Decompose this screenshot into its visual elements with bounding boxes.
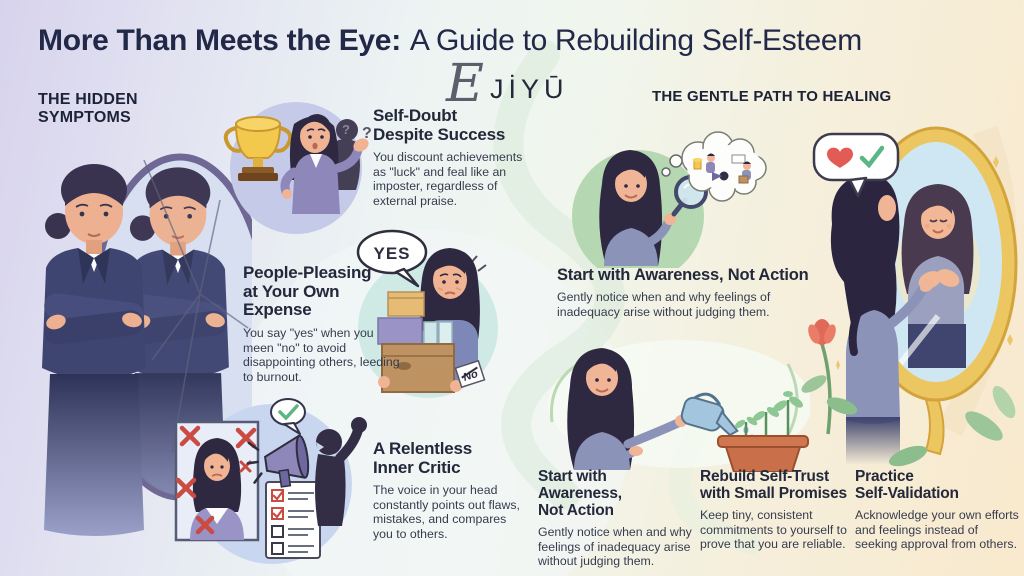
symptom-body: You say "yes" when you meen "no" to avoi… xyxy=(243,326,400,384)
symptom-body: The voice in your head constantly points… xyxy=(373,483,520,541)
cracked-mirror-businesswoman-illustration xyxy=(41,153,252,537)
symptom-title: People-Pleasing at Your Own Expense xyxy=(243,263,372,320)
thought-dot xyxy=(669,154,683,168)
logo-wordmark: JİYŪ xyxy=(490,74,569,104)
healing-step-awareness: Start with Awareness, Not Action Gently … xyxy=(538,468,694,569)
section-heading-symptoms: THE HIDDEN SYMPTOMS xyxy=(38,91,138,127)
yes-bubble-text: YES xyxy=(373,244,410,263)
healing-body: Gently notice when and why feelings of i… xyxy=(538,525,692,569)
self-doubt-illustration: ? ? xyxy=(223,102,372,234)
yes-speech-bubble: YES xyxy=(356,229,428,288)
woman-back-view xyxy=(830,174,935,465)
ribbon-curve xyxy=(493,40,625,510)
section-heading-healing: THE GENTLE PATH TO HEALING xyxy=(652,88,892,105)
symptom-title: A Relentless Inner Critic xyxy=(373,439,473,477)
check-icon xyxy=(859,145,885,169)
logo-script-mark: E xyxy=(446,54,484,114)
thought-cloud xyxy=(681,131,767,202)
self-trust-watering-illustration xyxy=(548,340,810,472)
mirror-handle xyxy=(924,396,945,456)
healing-intro-card: Start with Awareness, Not Action Gently … xyxy=(557,266,809,319)
no-note-text: No xyxy=(462,368,480,384)
self-validation-mirror-illustration xyxy=(801,126,1018,467)
question-mark: ? xyxy=(342,122,350,137)
symptom-card-people-pleasing: People-Pleasing at Your Own Expense You … xyxy=(243,263,403,384)
page-title: More Than Meets the Eye:A Guide to Rebui… xyxy=(38,24,862,58)
check-icon xyxy=(278,404,299,421)
symptom-title: Self-Doubt Despite Success xyxy=(373,106,506,144)
affirmation-bubble xyxy=(812,132,900,198)
healing-title: Start with Awareness, Not Action xyxy=(557,266,809,284)
observing-woman xyxy=(599,150,676,266)
awareness-illustration xyxy=(572,131,767,268)
approval-bubble xyxy=(270,398,306,435)
box-stack xyxy=(377,291,462,393)
megaphone-icon xyxy=(246,434,310,488)
healing-body: Acknowledge your own efforts and feeling… xyxy=(855,508,1019,552)
heart-icon xyxy=(827,147,853,168)
plant-pot xyxy=(717,391,809,472)
healing-body: Keep tiny, consistent commitments to you… xyxy=(700,508,847,552)
leaves xyxy=(889,385,1016,467)
symptom-card-inner-critic: A Relentless Inner Critic The voice in y… xyxy=(373,439,523,541)
nurturing-woman xyxy=(567,348,687,470)
criticized-portrait xyxy=(174,420,260,542)
healing-title: Start with Awareness, Not Action xyxy=(538,468,622,520)
worried-achiever-woman xyxy=(280,114,369,214)
question-mark: ? xyxy=(362,125,372,142)
no-note: No xyxy=(454,359,486,389)
healing-title: Practice Self-Validation xyxy=(855,468,959,503)
symptom-body: You discount achievements as "luck" and … xyxy=(373,150,523,208)
flower xyxy=(801,319,858,435)
healing-body: Gently notice when and why feelings of i… xyxy=(557,290,771,319)
checklist xyxy=(265,481,321,559)
thought-mini-scenes xyxy=(692,153,751,184)
inner-critic-illustration xyxy=(174,398,367,564)
brand-logo: E JİYŪ xyxy=(446,54,616,118)
healing-step-self-validation: Practice Self-Validation Acknowledge you… xyxy=(855,468,1020,552)
healing-title: Rebuild Self-Trust with Small Promises xyxy=(700,468,847,503)
title-rest: A Guide to Rebuilding Self-Esteem xyxy=(409,24,862,57)
people-pleasing-illustration: YES No xyxy=(356,229,498,398)
thought-dot xyxy=(661,167,671,177)
title-lead: More Than Meets the Eye: xyxy=(38,24,401,57)
symptom-card-self-doubt: Self-Doubt Despite Success You discount … xyxy=(373,106,523,208)
healing-step-self-trust: Rebuild Self-Trust with Small Promises K… xyxy=(700,468,862,552)
trophy-icon xyxy=(223,116,293,181)
critic-silhouette xyxy=(315,417,367,526)
watering-can-icon xyxy=(680,392,739,437)
